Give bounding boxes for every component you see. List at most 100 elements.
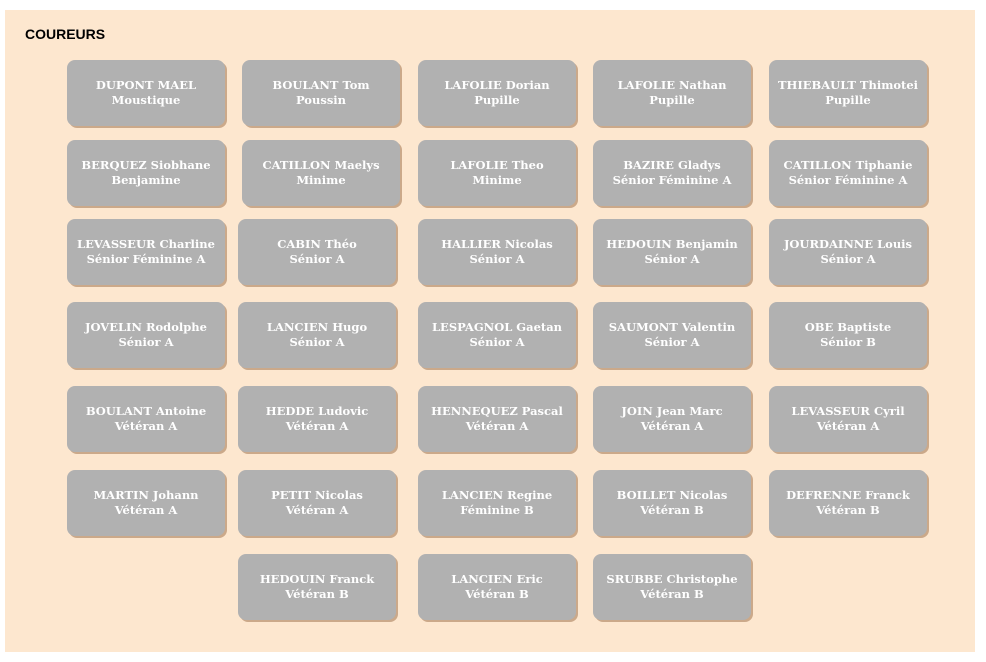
runner-card[interactable]: LANCIEN Hugo Sénior A — [238, 302, 396, 368]
runner-card[interactable]: LANCIEN Eric Vétéran B — [418, 554, 576, 620]
runner-name: LAFOLIE Theo — [450, 158, 544, 172]
runner-card[interactable]: SRUBBE Christophe Vétéran B — [593, 554, 751, 620]
runner-card[interactable]: MARTIN Johann Vétéran A — [67, 470, 225, 536]
runner-card[interactable]: LAFOLIE Nathan Pupille — [593, 60, 751, 126]
runner-category: Vétéran A — [465, 419, 529, 433]
runner-category: Sénior Féminine A — [788, 173, 908, 187]
runner-category: Sénior A — [289, 335, 345, 349]
runner-name: JOVELIN Rodolphe — [85, 320, 207, 334]
runner-category: Vétéran A — [114, 503, 178, 517]
runner-category: Sénior A — [469, 335, 525, 349]
runner-name: HEDDE Ludovic — [265, 404, 369, 418]
runner-category: Sénior A — [118, 335, 174, 349]
runner-name: BOILLET Nicolas — [616, 488, 728, 502]
runner-name: DUPONT MAEL — [95, 78, 197, 92]
runner-card[interactable]: HEDOUIN Benjamin Sénior A — [593, 219, 751, 285]
runner-category: Pupille — [649, 93, 695, 107]
runner-name: LANCIEN Eric — [451, 572, 543, 586]
runner-name: OBE Baptiste — [804, 320, 892, 334]
runner-category: Pupille — [825, 93, 871, 107]
runner-card[interactable]: DUPONT MAEL Moustique — [67, 60, 225, 126]
runner-card[interactable]: BERQUEZ Siobhane Benjamine — [67, 140, 225, 206]
runner-category: Vétéran A — [114, 419, 178, 433]
runner-category: Vétéran B — [640, 503, 704, 517]
runner-name: BOULANT Tom — [272, 78, 370, 92]
runner-category: Sénior Féminine A — [612, 173, 732, 187]
runner-category: Sénior B — [820, 335, 876, 349]
runner-category: Sénior A — [469, 252, 525, 266]
runner-name: SRUBBE Christophe — [606, 572, 738, 586]
runner-card[interactable]: BOULANT Antoine Vétéran A — [67, 386, 225, 452]
runner-card[interactable]: BOULANT Tom Poussin — [242, 60, 400, 126]
runner-category: Minime — [472, 173, 522, 187]
runner-name: BAZIRE Gladys — [623, 158, 721, 172]
runner-category: Sénior A — [644, 252, 700, 266]
runner-card[interactable]: BAZIRE Gladys Sénior Féminine A — [593, 140, 751, 206]
runner-category: Sénior A — [820, 252, 876, 266]
runner-name: LEVASSEUR Cyril — [791, 404, 905, 418]
runner-card[interactable]: JOIN Jean Marc Vétéran A — [593, 386, 751, 452]
runner-name: BOULANT Antoine — [85, 404, 207, 418]
runner-category: Vétéran A — [816, 419, 880, 433]
runner-card[interactable]: LANCIEN Regine Féminine B — [418, 470, 576, 536]
runner-category: Sénior Féminine A — [86, 252, 206, 266]
runner-card[interactable]: LESPAGNOL Gaetan Sénior A — [418, 302, 576, 368]
runner-name: HEDOUIN Franck — [259, 572, 375, 586]
runner-category: Pupille — [474, 93, 520, 107]
runner-card[interactable]: THIEBAULT Thimotei Pupille — [769, 60, 927, 126]
runner-category: Moustique — [111, 93, 181, 107]
runner-category: Minime — [296, 173, 346, 187]
runners-panel: COUREURS DUPONT MAEL Moustique BOULANT T… — [5, 10, 975, 652]
runner-card[interactable]: HEDOUIN Franck Vétéran B — [238, 554, 396, 620]
runner-card[interactable]: CATILLON Maelys Minime — [242, 140, 400, 206]
runner-category: Vétéran A — [285, 419, 349, 433]
runner-category: Féminine B — [460, 503, 534, 517]
runner-name: JOIN Jean Marc — [621, 404, 723, 418]
runner-name: LAFOLIE Dorian — [444, 78, 550, 92]
runner-card[interactable]: LAFOLIE Theo Minime — [418, 140, 576, 206]
runner-category: Vétéran A — [640, 419, 704, 433]
runner-category: Vétéran B — [285, 587, 349, 601]
runner-card[interactable]: BOILLET Nicolas Vétéran B — [593, 470, 751, 536]
runner-name: BERQUEZ Siobhane — [81, 158, 211, 172]
runner-card[interactable]: LEVASSEUR Cyril Vétéran A — [769, 386, 927, 452]
runner-name: CATILLON Maelys — [262, 158, 380, 172]
runner-category: Vétéran B — [816, 503, 880, 517]
runner-name: LANCIEN Regine — [441, 488, 553, 502]
runner-card[interactable]: JOURDAINNE Louis Sénior A — [769, 219, 927, 285]
runner-name: THIEBAULT Thimotei — [777, 78, 919, 92]
runner-card[interactable]: HEDDE Ludovic Vétéran A — [238, 386, 396, 452]
runner-category: Vétéran A — [285, 503, 349, 517]
runner-name: LESPAGNOL Gaetan — [431, 320, 563, 334]
runner-category: Vétéran B — [640, 587, 704, 601]
runner-card[interactable]: PETIT Nicolas Vétéran A — [238, 470, 396, 536]
runner-category: Sénior A — [644, 335, 700, 349]
runner-card[interactable]: LAFOLIE Dorian Pupille — [418, 60, 576, 126]
runner-card[interactable]: OBE Baptiste Sénior B — [769, 302, 927, 368]
runner-card[interactable]: LEVASSEUR Charline Sénior Féminine A — [67, 219, 225, 285]
runner-name: SAUMONT Valentin — [608, 320, 736, 334]
runner-name: PETIT Nicolas — [271, 488, 363, 502]
runner-name: HENNEQUEZ Pascal — [431, 404, 563, 418]
page-title: COUREURS — [25, 26, 106, 42]
runner-name: JOURDAINNE Louis — [783, 237, 913, 251]
runner-category: Poussin — [295, 93, 347, 107]
runner-category: Sénior A — [289, 252, 345, 266]
runner-name: DEFRENNE Franck — [786, 488, 910, 502]
runner-card[interactable]: DEFRENNE Franck Vétéran B — [769, 470, 927, 536]
runner-card[interactable]: SAUMONT Valentin Sénior A — [593, 302, 751, 368]
runner-name: CABIN Théo — [277, 237, 357, 251]
runner-card[interactable]: HALLIER Nicolas Sénior A — [418, 219, 576, 285]
runner-card[interactable]: CATILLON Tiphanie Sénior Féminine A — [769, 140, 927, 206]
runner-name: MARTIN Johann — [93, 488, 199, 502]
runner-name: LAFOLIE Nathan — [617, 78, 727, 92]
runner-card[interactable]: CABIN Théo Sénior A — [238, 219, 396, 285]
runner-category: Benjamine — [111, 173, 181, 187]
runner-name: HALLIER Nicolas — [441, 237, 553, 251]
runner-name: LANCIEN Hugo — [266, 320, 368, 334]
runner-category: Vétéran B — [465, 587, 529, 601]
runner-name: HEDOUIN Benjamin — [606, 237, 738, 251]
runner-name: LEVASSEUR Charline — [77, 237, 215, 251]
runner-card[interactable]: JOVELIN Rodolphe Sénior A — [67, 302, 225, 368]
runner-card[interactable]: HENNEQUEZ Pascal Vétéran A — [418, 386, 576, 452]
